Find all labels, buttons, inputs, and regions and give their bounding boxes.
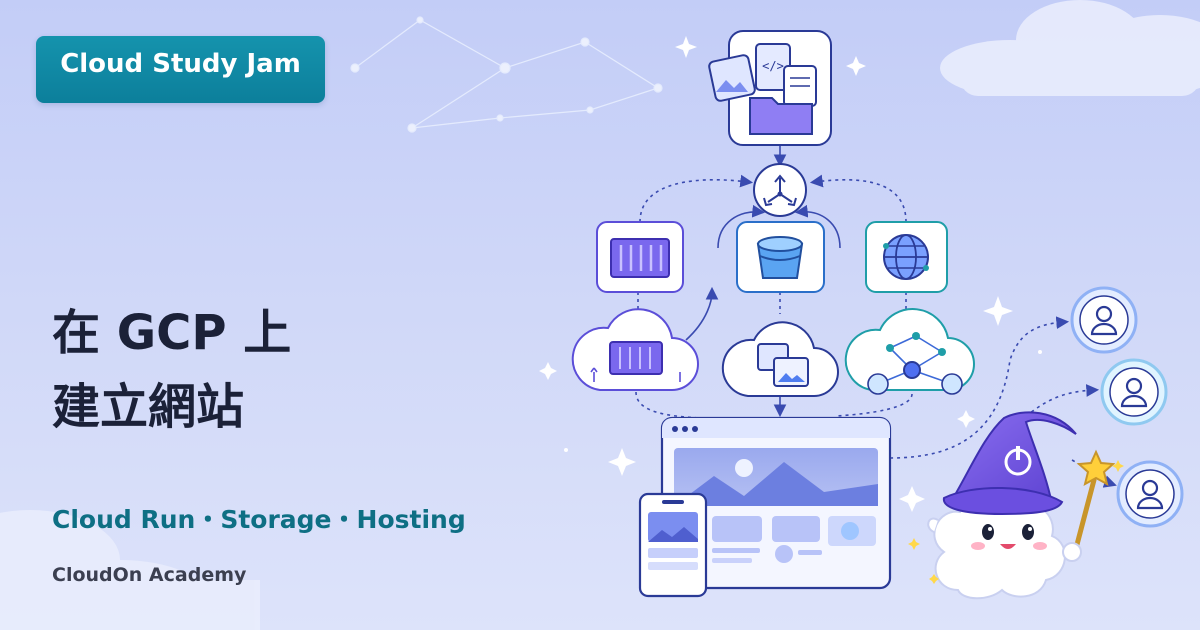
cloud-run-icon bbox=[571, 308, 699, 391]
files-folder-icon: </> bbox=[708, 30, 832, 146]
background-cloud-top-right bbox=[940, 0, 1200, 96]
connectors bbox=[635, 146, 1117, 488]
user-globe-icon bbox=[1070, 286, 1184, 528]
svg-text:</>: </> bbox=[762, 59, 784, 73]
bucket-icon bbox=[736, 221, 825, 293]
page-title-line-1: 在 GCP 上 bbox=[52, 305, 292, 361]
event-badge: Cloud Study Jam bbox=[36, 36, 325, 103]
page-title-line-2: 建立網站 bbox=[52, 379, 245, 435]
globe-network-icon bbox=[865, 221, 948, 293]
services-subtitle: Cloud Run・Storage・Hosting bbox=[52, 505, 466, 534]
container-icon bbox=[596, 221, 684, 293]
constellation bbox=[350, 16, 663, 133]
page-title: 在 GCP 上 建立網站 bbox=[52, 296, 291, 444]
website-browser-icon bbox=[660, 416, 892, 590]
cloud-storage-icon bbox=[721, 321, 839, 397]
background-cloud-bottom-left bbox=[0, 510, 260, 630]
cloud-hosting-icon bbox=[844, 308, 975, 395]
wizard-cloud-mascot bbox=[908, 411, 1124, 600]
organization-name: CloudOn Academy bbox=[52, 564, 247, 586]
mobile-phone-icon bbox=[638, 492, 708, 598]
event-badge-label: Cloud Study Jam bbox=[60, 48, 301, 79]
distribute-icon bbox=[753, 163, 807, 217]
